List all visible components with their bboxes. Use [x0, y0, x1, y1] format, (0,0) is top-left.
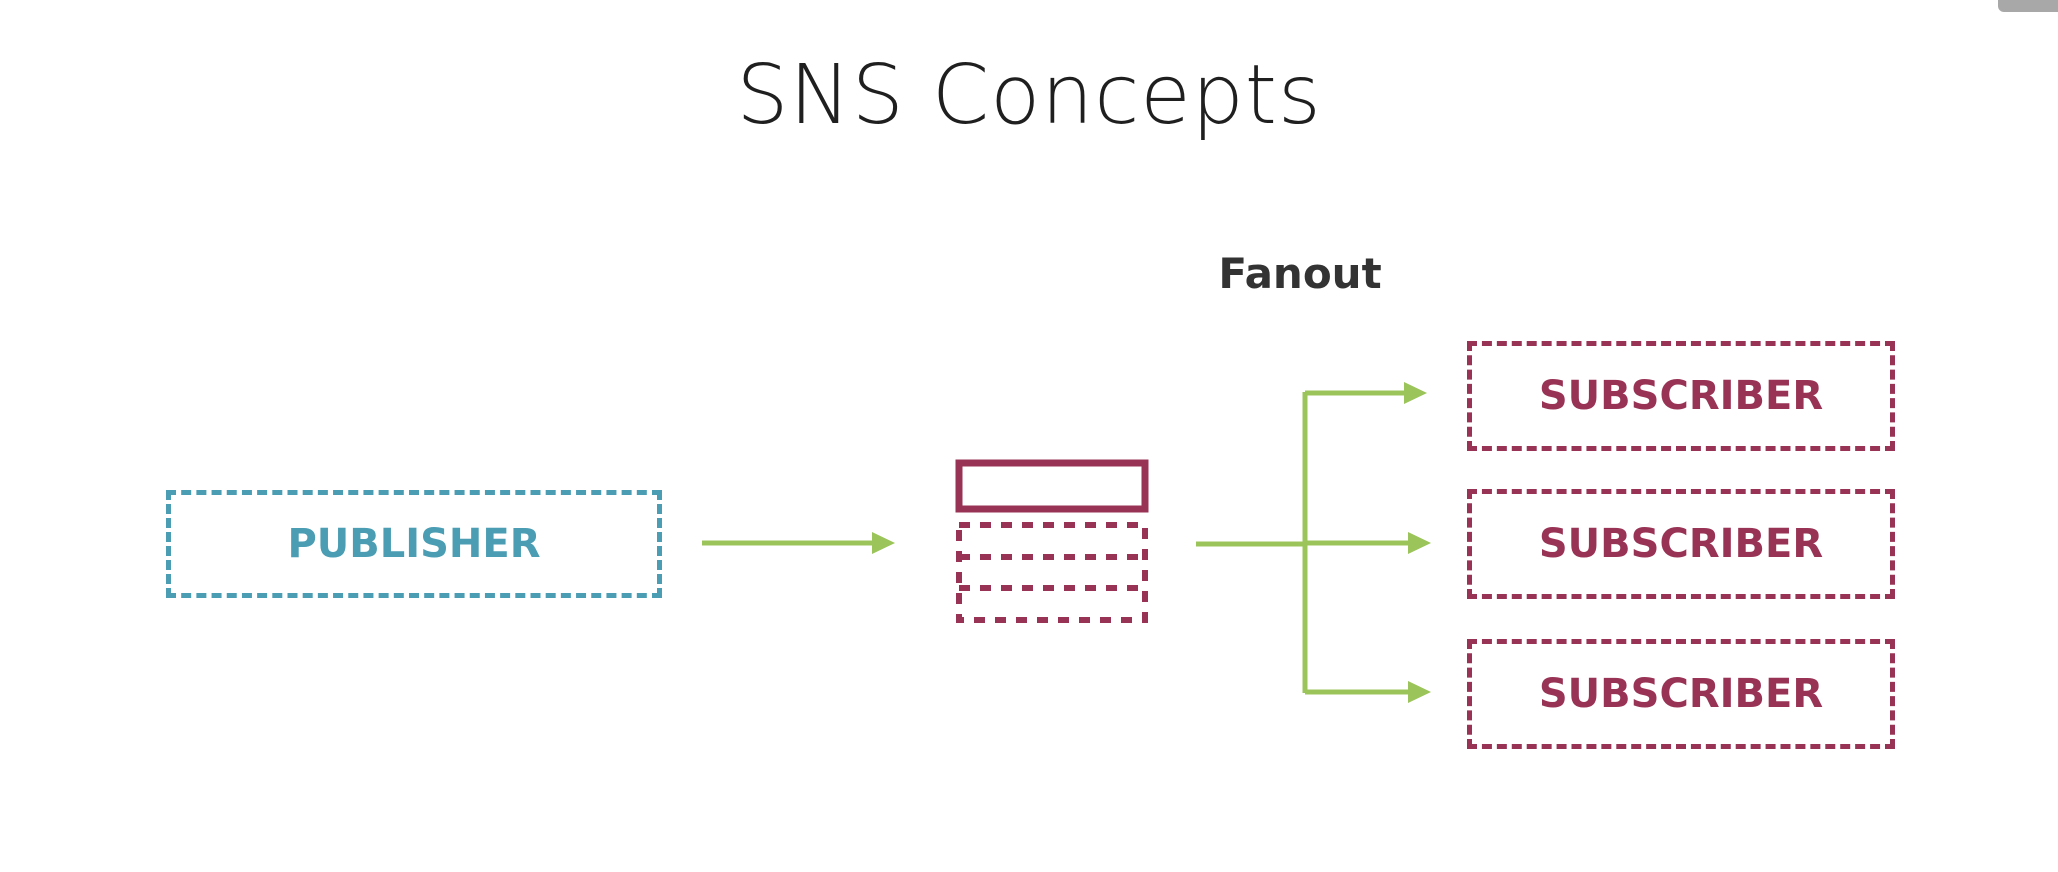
publisher-label: PUBLISHER [287, 521, 541, 567]
subscriber-label: SUBSCRIBER [1538, 521, 1824, 567]
page-title: SNS Concepts [736, 48, 1322, 143]
subscriber-label: SUBSCRIBER [1538, 671, 1824, 717]
publisher-to-topic-arrow [702, 532, 895, 554]
fanout-label: Fanout [1218, 249, 1382, 298]
subscriber-label: SUBSCRIBER [1538, 373, 1824, 419]
window-corner-tab [1998, 0, 2058, 12]
subscriber-box-3: SUBSCRIBER [1467, 639, 1895, 749]
subscriber-box-1: SUBSCRIBER [1467, 341, 1895, 451]
fanout-arrows [1196, 382, 1431, 703]
topic-queue-icon [955, 459, 1149, 623]
subscriber-box-2: SUBSCRIBER [1467, 489, 1895, 599]
publisher-box: PUBLISHER [166, 490, 662, 598]
